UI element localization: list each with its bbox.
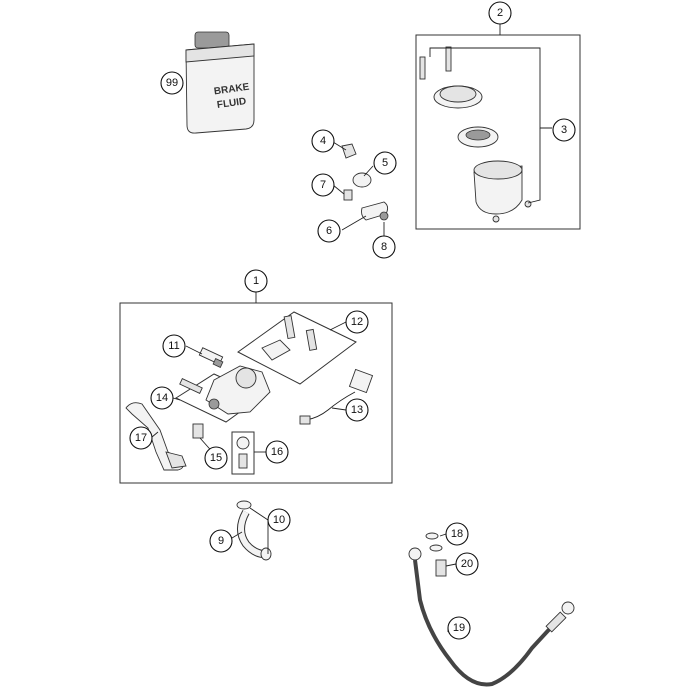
svg-text:15: 15 — [210, 452, 222, 464]
adjuster-bolt — [192, 423, 204, 439]
reservoir-kit-frame — [415, 34, 581, 230]
callout-15: 15 — [204, 446, 228, 470]
callout-17: 17 — [129, 426, 153, 450]
svg-text:20: 20 — [461, 558, 473, 570]
callout-12: 12 — [345, 310, 369, 334]
bottle-label-line1: BRAKE — [213, 82, 250, 98]
callout-9: 9 — [209, 529, 233, 553]
brake-fluid-bottle: BRAKE FLUID — [185, 31, 255, 134]
callout-8: 8 — [372, 235, 396, 259]
svg-text:18: 18 — [451, 528, 463, 540]
svg-text:8: 8 — [381, 241, 387, 253]
pivot-bolts — [261, 315, 318, 361]
svg-text:13: 13 — [351, 404, 363, 416]
callout-5: 5 — [373, 151, 397, 175]
svg-text:2: 2 — [497, 7, 503, 19]
svg-text:9: 9 — [218, 535, 224, 547]
callout-4: 4 — [311, 129, 335, 153]
callout-18: 18 — [445, 522, 469, 546]
svg-text:10: 10 — [273, 514, 285, 526]
svg-text:6: 6 — [326, 225, 332, 237]
svg-text:99: 99 — [166, 77, 178, 89]
svg-text:1: 1 — [253, 275, 259, 287]
callout-16: 16 — [265, 440, 289, 464]
callout-13: 13 — [345, 398, 369, 422]
callout-19: 19 — [447, 616, 471, 640]
svg-text:5: 5 — [382, 157, 388, 169]
small-parts-cluster — [341, 143, 389, 221]
callout-1: 1 — [244, 269, 268, 293]
callout-3: 3 — [552, 118, 576, 142]
reservoir-parts — [419, 46, 532, 223]
svg-text:7: 7 — [320, 179, 326, 191]
callout-7: 7 — [311, 173, 335, 197]
reservoir-hose — [236, 500, 272, 561]
svg-text:17: 17 — [135, 432, 147, 444]
svg-text:14: 14 — [156, 392, 168, 404]
bottle-label-line2: FLUID — [216, 96, 247, 111]
brake-line-parts — [408, 532, 575, 687]
svg-text:4: 4 — [320, 135, 326, 147]
brake-light-switch — [299, 368, 374, 425]
svg-text:3: 3 — [561, 124, 567, 136]
callout-99: 99 — [160, 71, 184, 95]
callout-20: 20 — [455, 552, 479, 576]
callout-2: 2 — [488, 1, 512, 25]
svg-text:11: 11 — [168, 340, 179, 352]
master-cylinder-body — [179, 365, 271, 415]
svg-text:12: 12 — [351, 316, 363, 328]
callout-11: 11 — [162, 334, 186, 358]
svg-text:19: 19 — [453, 622, 465, 634]
svg-text:16: 16 — [271, 446, 283, 458]
callout-6: 6 — [317, 219, 341, 243]
banjo-bolt-set — [236, 436, 250, 469]
callout-14: 14 — [150, 386, 174, 410]
brake-lever — [125, 402, 187, 471]
callout-10: 10 — [267, 508, 291, 532]
piston-kit — [198, 347, 224, 368]
